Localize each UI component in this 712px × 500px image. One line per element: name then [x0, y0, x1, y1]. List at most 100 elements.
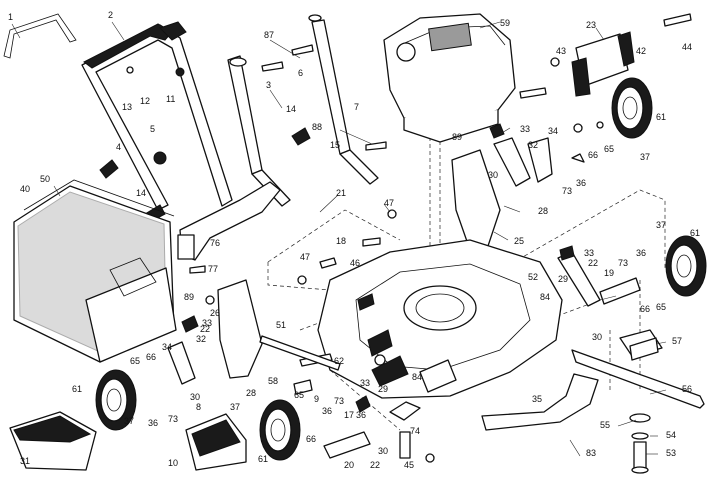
callout-33-2: 33 — [584, 248, 594, 258]
callout-62: 62 — [334, 356, 344, 366]
callout-58: 58 — [268, 376, 278, 386]
rear-flap-31 — [9, 411, 97, 471]
callout-76: 76 — [210, 238, 220, 248]
deck-52 — [317, 239, 563, 399]
callout-65-4: 65 — [294, 390, 304, 400]
callout-66-3: 66 — [146, 352, 156, 362]
leader-lines — [11, 21, 667, 457]
callout-84-2: 84 — [412, 372, 422, 382]
callout-34-1: 34 — [548, 126, 558, 136]
callout-37-3: 37 — [124, 416, 134, 426]
callout-43: 43 — [556, 46, 566, 56]
callout-30-3: 30 — [190, 392, 200, 402]
wheel-cover-10 — [185, 413, 247, 471]
callout-65-3: 65 — [130, 356, 140, 366]
callout-22-3: 22 — [370, 460, 380, 470]
callout-65-1: 65 — [604, 144, 614, 154]
callout-53: 53 — [666, 448, 676, 458]
callout-66-2: 66 — [640, 304, 650, 314]
callout-45: 45 — [404, 460, 414, 470]
callout-33-4: 33 — [360, 378, 370, 388]
callout-34-2: 34 — [162, 342, 172, 352]
callout-32-2: 32 — [196, 334, 206, 344]
callout-73-2: 73 — [618, 258, 628, 268]
callout-42: 42 — [636, 46, 646, 56]
callout-23: 23 — [586, 20, 596, 30]
callout-65-2: 65 — [656, 302, 666, 312]
callout-32-1: 32 — [528, 140, 538, 150]
callout-14-2: 14 — [136, 188, 146, 198]
callout-84-1: 84 — [540, 292, 550, 302]
callout-29-2: 29 — [378, 384, 388, 394]
callout-31: 31 — [20, 456, 30, 466]
callout-61-4: 61 — [258, 454, 268, 464]
rear-deflector-23 — [571, 31, 635, 97]
callout-73-1: 73 — [562, 186, 572, 196]
callout-6: 6 — [298, 68, 303, 78]
callout-40: 40 — [20, 184, 30, 194]
callout-87: 87 — [264, 30, 274, 40]
callout-61-1: 61 — [656, 112, 666, 122]
callout-89-1: 89 — [452, 132, 462, 142]
callout-88: 88 — [312, 122, 322, 132]
handle-bracket-76 — [177, 181, 281, 261]
callout-18: 18 — [336, 236, 346, 246]
callout-13: 13 — [122, 102, 132, 112]
callout-36-3: 36 — [148, 418, 158, 428]
callout-55: 55 — [600, 420, 610, 430]
lower-handle-left — [227, 55, 291, 207]
hardware — [189, 13, 692, 305]
callout-20: 20 — [344, 460, 354, 470]
callout-10: 10 — [168, 458, 178, 468]
callout-66-4: 66 — [306, 434, 316, 444]
lower-handle-right — [311, 19, 379, 185]
callout-36-5: 36 — [356, 410, 366, 420]
rope-guide-1 — [3, 13, 77, 59]
callout-61-3: 61 — [72, 384, 82, 394]
callout-46: 46 — [350, 258, 360, 268]
callout-47-1: 47 — [384, 198, 394, 208]
blade-56 — [571, 349, 705, 409]
callout-37-1: 37 — [640, 152, 650, 162]
callout-77: 77 — [208, 264, 218, 274]
callout-83: 83 — [586, 448, 596, 458]
callout-30-1: 30 — [488, 170, 498, 180]
callout-35: 35 — [532, 394, 542, 404]
callout-19: 19 — [604, 268, 614, 278]
callout-37-4: 37 — [230, 402, 240, 412]
rear-axle-51 — [259, 335, 341, 371]
callout-12: 12 — [140, 96, 150, 106]
callout-29-1: 29 — [558, 274, 568, 284]
callout-74: 74 — [410, 426, 420, 436]
callout-11: 11 — [166, 94, 175, 104]
callout-14-1: 14 — [286, 104, 296, 114]
callout-25: 25 — [514, 236, 524, 246]
callout-73-3: 73 — [168, 414, 178, 424]
height-adjuster-20 — [293, 353, 435, 463]
callout-15: 15 — [330, 140, 340, 150]
callout-30-2: 30 — [592, 332, 602, 342]
callout-30-4: 30 — [378, 446, 388, 456]
callout-73-4: 73 — [334, 396, 344, 406]
callout-9: 9 — [314, 394, 319, 404]
callout-52: 52 — [528, 272, 538, 282]
callout-21: 21 — [336, 188, 346, 198]
grass-bag-40 — [13, 179, 177, 363]
callout-37-2: 37 — [656, 220, 666, 230]
callout-7: 7 — [354, 102, 359, 112]
callout-8: 8 — [196, 402, 201, 412]
callout-61-2: 61 — [690, 228, 700, 238]
callout-66-1: 66 — [588, 150, 598, 160]
callout-22-1: 22 — [588, 258, 598, 268]
callout-57: 57 — [672, 336, 682, 346]
upper-handle — [81, 21, 233, 211]
callout-36-1: 36 — [576, 178, 586, 188]
callout-26: 26 — [210, 308, 220, 318]
callout-3: 3 — [266, 80, 271, 90]
callout-36-2: 36 — [636, 248, 646, 258]
wheel-rear-right — [611, 77, 653, 139]
callout-44: 44 — [682, 42, 692, 52]
